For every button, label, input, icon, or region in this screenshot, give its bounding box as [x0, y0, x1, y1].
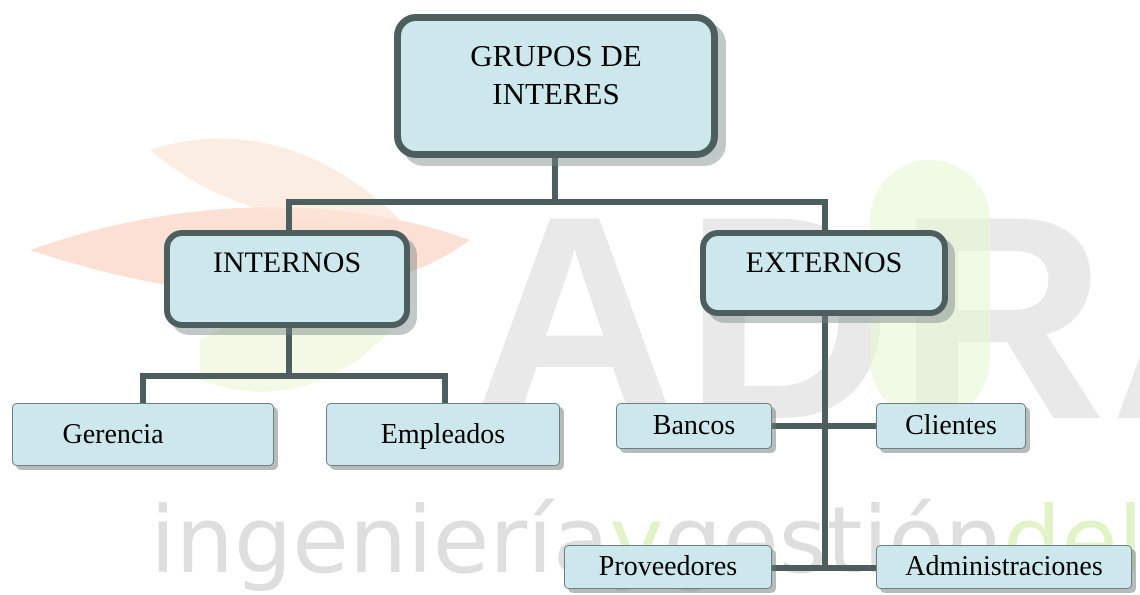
node-externos: EXTERNOS — [700, 230, 948, 316]
node-bancos-label: Bancos — [652, 410, 736, 441]
root-node-grupos-de-interes: GRUPOS DE INTERES — [394, 14, 718, 158]
node-proveedores-label: Proveedores — [598, 551, 738, 582]
node-administraciones: Administraciones — [876, 545, 1132, 589]
node-gerencia-label: Gerencia — [62, 418, 164, 450]
node-clientes-label: Clientes — [905, 410, 997, 441]
node-empleados: Empleados — [326, 403, 560, 466]
node-empleados-label: Empleados — [380, 418, 506, 450]
root-node-label-line2: INTERES — [492, 76, 620, 111]
node-externos-label: EXTERNOS — [745, 246, 903, 279]
watermark-leaf-shape — [200, 306, 400, 392]
node-gerencia: Gerencia — [12, 403, 274, 466]
watermark-tagline-part1: ingeniería — [150, 487, 609, 594]
node-clientes: Clientes — [876, 403, 1026, 449]
node-administraciones-label: Administraciones — [905, 551, 1103, 582]
node-internos: INTERNOS — [164, 230, 410, 328]
root-node-label-line1: GRUPOS DE — [470, 38, 642, 73]
node-proveedores: Proveedores — [564, 545, 772, 589]
node-internos-label: INTERNOS — [212, 246, 362, 279]
node-bancos: Bancos — [616, 403, 772, 449]
